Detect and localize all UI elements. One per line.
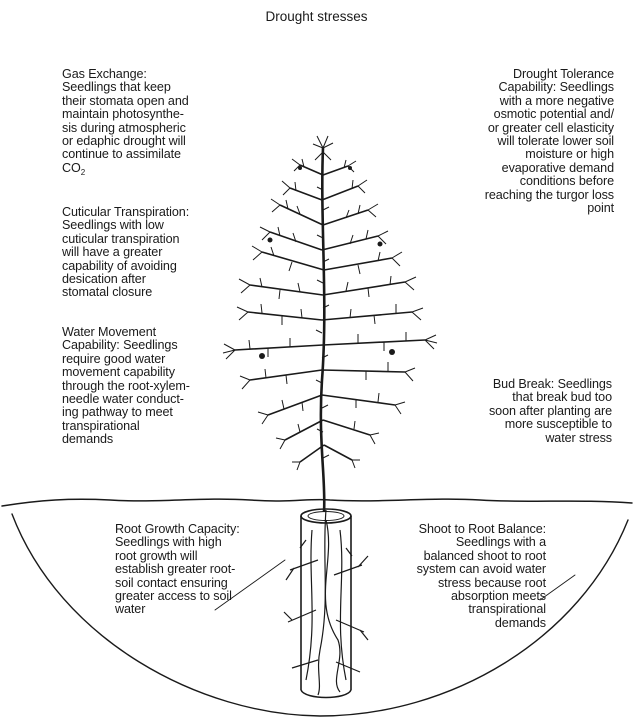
co2-label: CO2 (62, 161, 85, 175)
bud-break-annotation: Bud Break: Seedlings that break bud too … (440, 378, 612, 445)
drought-tolerance-annotation: Drought Tolerance Capability: Seedlings … (404, 68, 614, 215)
roots (284, 510, 368, 695)
cuticular-transpiration-annotation: Cuticular Transpiration: Seedlings with … (62, 206, 262, 300)
gas-exchange-text: Gas Exchange: Seedlings that keep their … (62, 67, 189, 161)
shoot-root-balance-annotation: Shoot to Root Balance: Seedlings with a … (372, 523, 546, 630)
buds (259, 166, 395, 359)
root-growth-annotation: Root Growth Capacity: Seedlings with hig… (115, 523, 295, 617)
ground-line (2, 499, 632, 506)
gas-exchange-annotation: Gas Exchange: Seedlings that keep their … (62, 68, 262, 175)
branches (235, 165, 425, 462)
water-movement-annotation: Water Movement Capability: Seedlings req… (62, 326, 262, 447)
diagram-title: Drought stresses (0, 9, 633, 24)
